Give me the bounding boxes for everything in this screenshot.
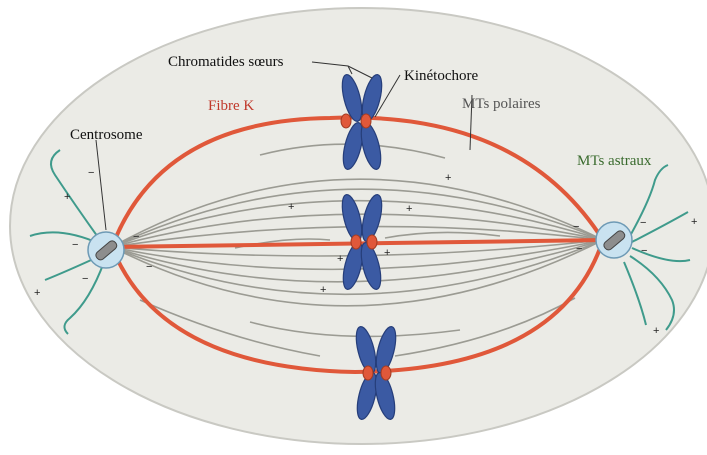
label-mts-astraux: MTs astraux: [577, 153, 652, 169]
kinetochore-icon: [361, 114, 371, 128]
minus-sign: −: [576, 243, 582, 255]
plus-sign: +: [691, 216, 697, 228]
kinetochore-icon: [367, 235, 377, 249]
plus-sign: +: [64, 191, 70, 203]
minus-sign: −: [82, 273, 88, 285]
kinetochore-icon: [351, 235, 361, 249]
plus-sign: +: [34, 287, 40, 299]
minus-sign: −: [641, 245, 647, 257]
label-centrosome: Centrosome: [70, 127, 143, 143]
plus-sign: +: [445, 172, 451, 184]
plus-sign: +: [288, 201, 294, 213]
label-fibre-k: Fibre K: [208, 98, 254, 114]
kinetochore-icon: [381, 366, 391, 380]
minus-sign: −: [72, 239, 78, 251]
plus-sign: +: [653, 325, 659, 337]
minus-sign: −: [133, 231, 139, 243]
plus-sign: +: [337, 253, 343, 265]
kinetochore-icon: [341, 114, 351, 128]
plus-sign: +: [320, 284, 326, 296]
label-mts-polaires: MTs polaires: [462, 96, 541, 112]
label-chromatides-soeurs: Chromatides sœurs: [168, 54, 284, 70]
plus-sign: +: [384, 247, 390, 259]
minus-sign: −: [146, 261, 152, 273]
minus-sign: −: [573, 221, 579, 233]
label-kinetochore: Kinétochore: [404, 68, 478, 84]
centrosome-left-icon: [88, 232, 124, 268]
minus-sign: −: [640, 217, 646, 229]
centrosome-right-icon: [596, 222, 632, 258]
minus-sign: −: [88, 167, 94, 179]
plus-sign: +: [406, 203, 412, 215]
kinetochore-icon: [363, 366, 373, 380]
